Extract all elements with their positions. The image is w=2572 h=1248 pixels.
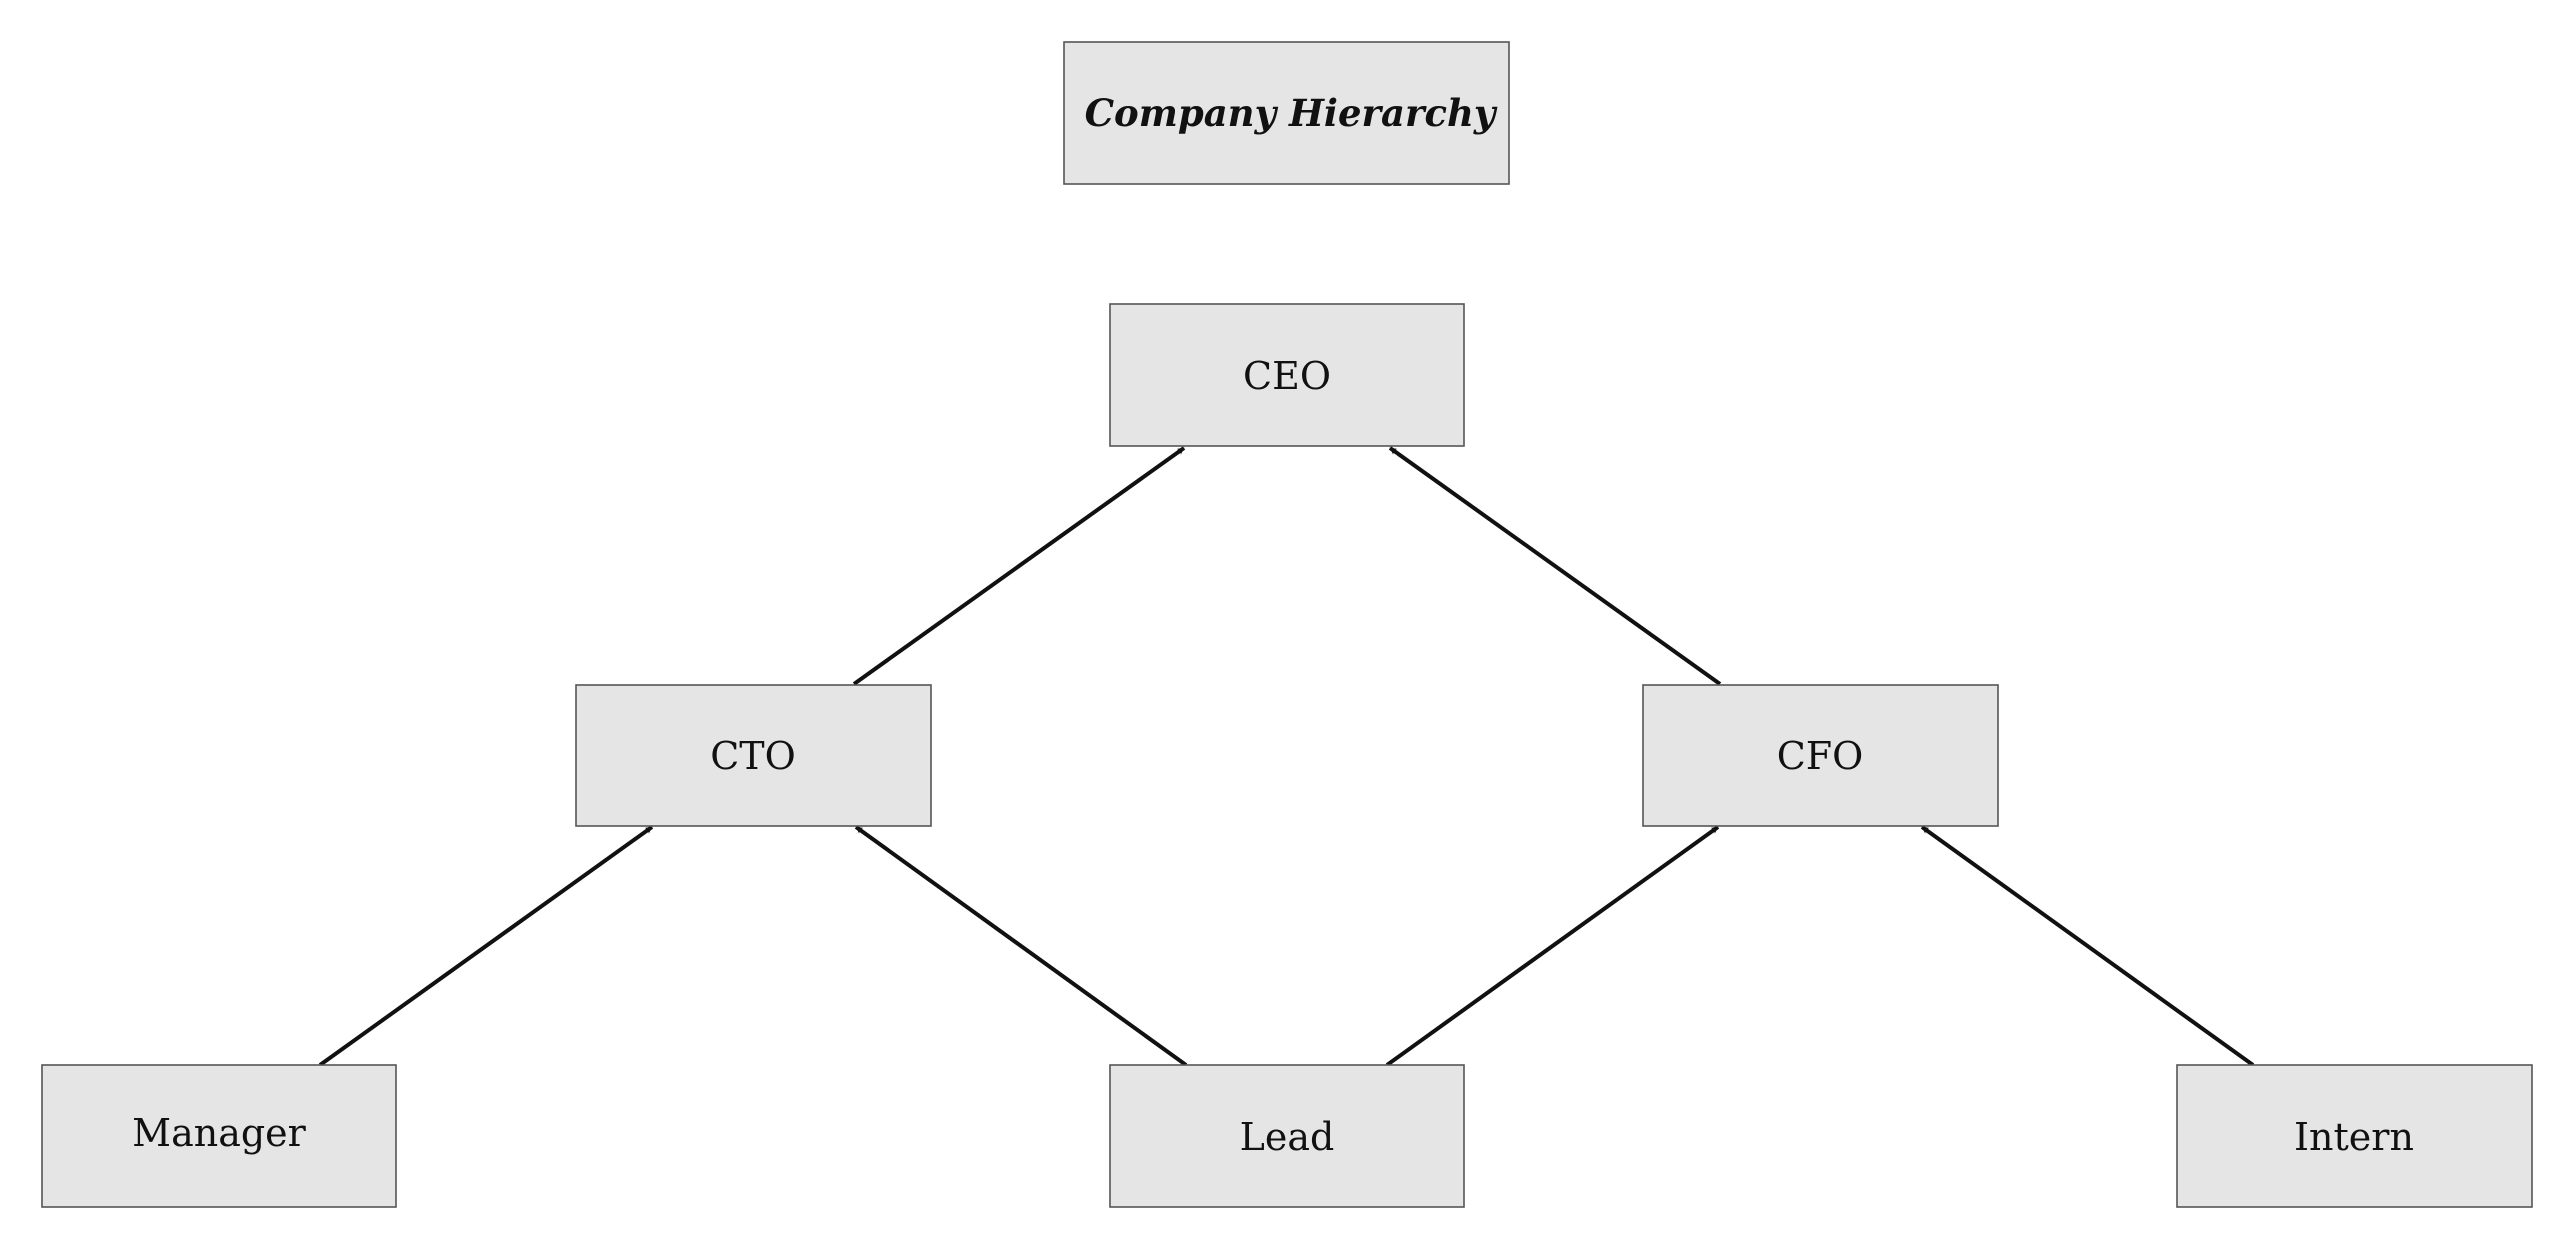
node-intern-box bbox=[2176, 1064, 2533, 1208]
node-ceo-box bbox=[1109, 303, 1465, 447]
node-cfo-label: CFO bbox=[1777, 734, 1864, 778]
edge-lead-to-cto bbox=[854, 825, 1188, 1067]
node-lead: Lead bbox=[1109, 1064, 1465, 1208]
edge-lead-to-cfo bbox=[1385, 825, 1720, 1067]
node-manager-label: Manager bbox=[132, 1111, 307, 1155]
node-ceo-label: CEO bbox=[1243, 354, 1331, 398]
node-cto-label: CTO bbox=[710, 734, 796, 778]
node-cto-box bbox=[575, 684, 932, 827]
edge-cto-to-ceo bbox=[852, 446, 1186, 686]
node-cfo: CFO bbox=[1642, 684, 1999, 827]
node-lead-box bbox=[1109, 1064, 1465, 1208]
title-box bbox=[1063, 41, 1510, 185]
edges-layer bbox=[318, 446, 2255, 1067]
diagram-title: Company Hierarchy bbox=[1063, 41, 1510, 185]
node-lead-label: Lead bbox=[1240, 1115, 1335, 1159]
node-ceo: CEO bbox=[1109, 303, 1465, 447]
nodes-layer: Company Hierarchy CEO CTO CFO Manager Le… bbox=[41, 41, 2533, 1208]
node-intern-label: Intern bbox=[2294, 1115, 2414, 1159]
edge-manager-to-cto bbox=[318, 825, 654, 1067]
edge-intern-to-cfo bbox=[1920, 825, 2255, 1067]
title-label: Company Hierarchy bbox=[1085, 91, 1498, 135]
edge-cfo-to-ceo bbox=[1388, 446, 1722, 686]
node-cfo-box bbox=[1642, 684, 1999, 827]
node-manager: Manager bbox=[41, 1064, 397, 1208]
node-intern: Intern bbox=[2176, 1064, 2533, 1208]
node-cto: CTO bbox=[575, 684, 932, 827]
node-manager-box bbox=[41, 1064, 397, 1208]
